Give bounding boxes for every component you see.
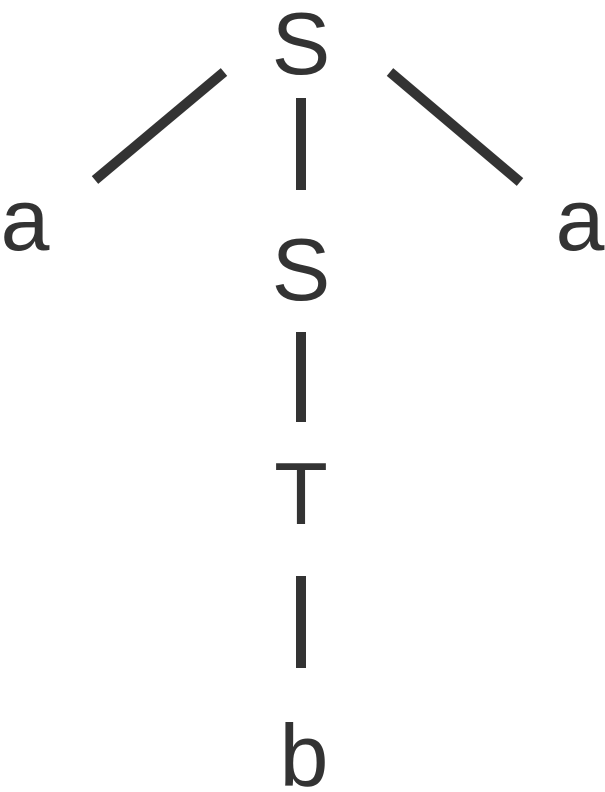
node-b: b <box>280 706 329 792</box>
edge-root-to-right-a <box>386 68 524 186</box>
node-root-s: S <box>272 0 331 93</box>
node-t: T <box>274 444 328 543</box>
node-left-a: a <box>1 170 50 269</box>
edge-root-to-left-a <box>91 68 228 184</box>
node-middle-s: S <box>272 220 331 319</box>
node-right-a: a <box>556 170 605 269</box>
